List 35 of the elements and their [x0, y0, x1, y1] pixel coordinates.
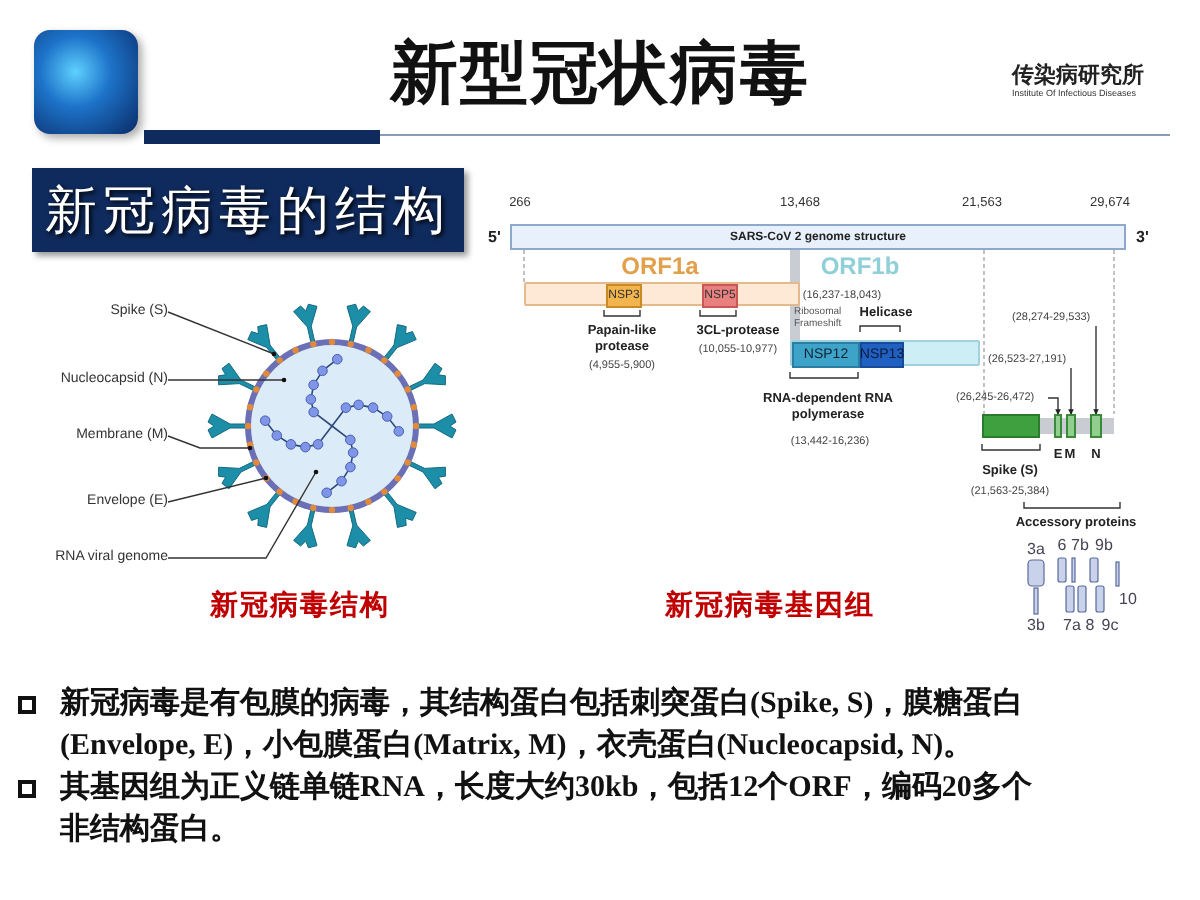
orf-band [790, 340, 980, 366]
orf-band [524, 282, 800, 306]
section-heading: 新冠病毒的结构 [45, 179, 451, 245]
gene-box [1054, 414, 1062, 438]
gene-box [982, 414, 1040, 438]
heading-band [32, 168, 464, 252]
page-title: 新型冠状病毒 [387, 34, 812, 116]
gene-label: 10 [1117, 590, 1139, 608]
figure-caption: 新冠病毒结构 [208, 588, 392, 624]
figure-caption: 新冠病毒基因组 [663, 588, 877, 624]
gene-label: 9b [1093, 536, 1115, 554]
leader-line [1068, 367, 1074, 415]
strand-end-label: 3' [1136, 228, 1149, 246]
gene-label: 7b [1069, 536, 1091, 554]
gene-label: 6 [1055, 536, 1069, 554]
leader-line [167, 469, 319, 559]
leader-line [167, 475, 269, 503]
strand-end-label: 5' [488, 228, 501, 246]
gene-box [1066, 414, 1076, 438]
orf-label: ORF1a [619, 252, 701, 280]
leader-line [167, 435, 253, 451]
leader-line [167, 377, 287, 383]
leader-line [1093, 325, 1099, 415]
gene-label: 3a [1025, 540, 1047, 558]
leader-line [167, 311, 277, 357]
leader-line [1047, 397, 1061, 415]
gene-label: 8 [1083, 616, 1097, 634]
gene-label: 9c [1099, 616, 1121, 634]
orf-label: ORF1b [818, 252, 902, 280]
institute-name: 传染病研究所 [1012, 61, 1146, 89]
gene-box [1090, 414, 1102, 438]
bullet-text: 其基因组为正义链单链RNA，长度大约30kb，包括12个ORF，编码20多个非结构蛋白。 [60, 768, 1034, 850]
bullet-text: 新冠病毒是有包膜的病毒，其结构蛋白包括刺突蛋白(Spike, S)，膜糖蛋白(Envelope, E)，小包膜蛋白(Matrix, M)，衣壳蛋白(Nucleocapsid, N)。 [60, 684, 1026, 766]
gene-label: 3b [1025, 616, 1047, 634]
gene-label: 7a [1061, 616, 1083, 634]
